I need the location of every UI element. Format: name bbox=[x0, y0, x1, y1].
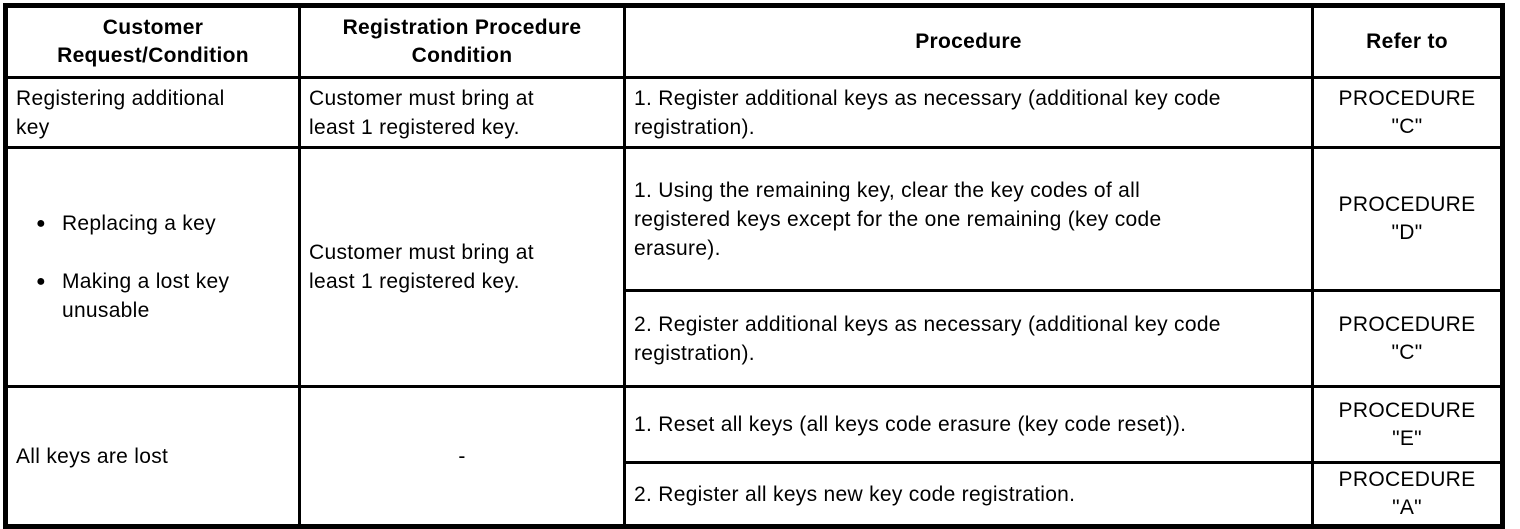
cell-condition-all-keys-lost: - bbox=[298, 385, 626, 528]
cell-procedure-additional-key-2: 2. Register additional keys as necessary… bbox=[623, 289, 1314, 388]
table-row: 2. Register additional keys as necessary… bbox=[6, 289, 1504, 388]
bullet-item-label: Replacing a key bbox=[61, 212, 216, 235]
cell-refer-procedure-c: PROCEDURE "C" bbox=[1311, 76, 1504, 149]
key-registration-procedure-table: Customer Request/Condition Registration … bbox=[3, 3, 1505, 529]
cell-procedure-key-code-reset: 1. Reset all keys (all keys code erasure… bbox=[623, 385, 1314, 464]
header-row: Customer Request/Condition Registration … bbox=[4, 4, 1504, 79]
bullet-icon: ● bbox=[36, 215, 46, 232]
bullet-item: ● Making a lost key unusable bbox=[36, 267, 290, 325]
header-cell-registration-condition: Registration Procedure Condition bbox=[298, 4, 626, 79]
cell-procedure-new-key-code-registration: 2. Register all keys new key code regist… bbox=[623, 461, 1314, 528]
bullet-item-label: Making a lost key unusable bbox=[61, 270, 230, 322]
header-cell-refer-to: Refer to bbox=[1311, 4, 1504, 79]
bullet-list: ● Replacing a key ● Making a lost key un… bbox=[16, 180, 290, 354]
cell-request-additional-key: Registering additional key bbox=[4, 76, 301, 149]
cell-condition-replace-lost-key: Customer must bring at least 1 registere… bbox=[298, 146, 626, 388]
table-row: ● Replacing a key ● Making a lost key un… bbox=[4, 145, 1504, 388]
cell-refer-procedure-a: PROCEDURE "A" bbox=[1311, 461, 1504, 528]
bullet-icon: ● bbox=[36, 273, 46, 290]
cell-refer-procedure-c2: PROCEDURE "C" bbox=[1311, 289, 1504, 388]
cell-procedure-key-code-erasure: 1. Using the remaining key, clear the ke… bbox=[623, 145, 1314, 293]
cell-procedure-additional-key-1: 1. Register additional keys as necessary… bbox=[623, 76, 1314, 149]
table-row: Registering additional key Customer must… bbox=[4, 76, 1504, 149]
cell-request-all-keys-lost: All keys are lost bbox=[4, 385, 301, 528]
table-row: All keys are lost - 1. Reset all keys (a… bbox=[4, 385, 1504, 528]
header-cell-customer-request: Customer Request/Condition bbox=[4, 4, 301, 79]
header-cell-procedure: Procedure bbox=[623, 4, 1314, 79]
cell-request-replace-lost-key: ● Replacing a key ● Making a lost key un… bbox=[4, 146, 301, 388]
cell-condition-additional-key: Customer must bring at least 1 registere… bbox=[298, 76, 626, 149]
bullet-item: ● Replacing a key bbox=[36, 209, 290, 238]
cell-refer-procedure-d: PROCEDURE "D" bbox=[1311, 145, 1504, 293]
cell-refer-procedure-e: PROCEDURE "E" bbox=[1311, 385, 1504, 464]
